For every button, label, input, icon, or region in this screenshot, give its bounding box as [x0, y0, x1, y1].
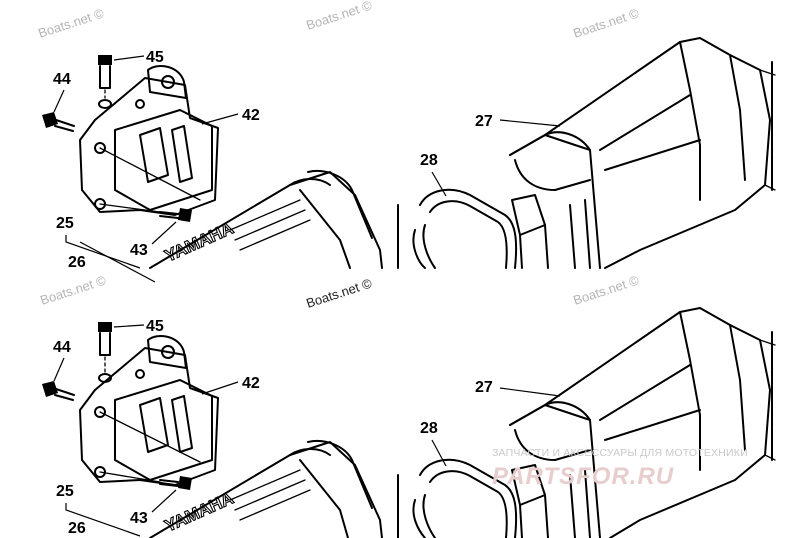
callout-42-lower: 42 [242, 375, 260, 392]
hull-yamaha-lettering-upper: YAMAHA [162, 219, 236, 266]
callout-44-upper: 44 [53, 71, 71, 88]
watermark-top-center: Boats.net © [304, 0, 374, 33]
bolt-44-lower [42, 381, 75, 401]
callout-26-lower: 26 [68, 520, 86, 537]
callout-43-upper: 43 [130, 242, 148, 259]
watermark-mid-center: Boats.net © [304, 275, 374, 310]
bolt-44-upper [42, 112, 75, 132]
callout-45-upper: 45 [146, 49, 164, 66]
callout-43-lower: 43 [130, 510, 148, 527]
gasket-28-lower [412, 458, 518, 538]
callout-45-lower: 45 [146, 318, 164, 335]
silencer-27-upper [509, 37, 776, 269]
intake-cover-42-lower [79, 335, 219, 486]
lower-assembly: YAMAHA 45 44 [42, 307, 776, 538]
hull-deck-lower: YAMAHA [149, 440, 383, 538]
silencer-27-lower [509, 307, 776, 538]
callout-44-lower: 44 [53, 339, 71, 356]
callout-28-lower: 28 [420, 420, 438, 437]
callout-27-upper: 27 [475, 113, 493, 130]
bolt-43-lower [159, 476, 192, 490]
brand-watermark: ЗАПЧАСТИ И АКСЕССУАРЫ ДЛЯ МОТОТЕХНИКИ PA… [492, 447, 748, 490]
hull-yamaha-lettering-lower: YAMAHA [162, 489, 236, 536]
callout-25-upper: 25 [56, 215, 74, 232]
watermark-top-left: Boats.net © [36, 5, 106, 40]
upper-assembly: YAMAHA 45 44 [42, 37, 776, 283]
callout-28-upper: 28 [420, 152, 438, 169]
callout-26-upper: 26 [68, 254, 86, 271]
brand-watermark-name: PARTSFOR.RU [492, 463, 674, 490]
watermark-mid-right: Boats.net © [571, 272, 641, 307]
callout-42-upper: 42 [242, 107, 260, 124]
gasket-28-upper [412, 188, 518, 269]
brand-watermark-subtitle: ЗАПЧАСТИ И АКСЕССУАРЫ ДЛЯ МОТОТЕХНИКИ [492, 447, 748, 459]
callout-27-lower: 27 [475, 379, 493, 396]
watermark-mid-left: Boats.net © [38, 272, 108, 307]
bolt-45-upper [98, 55, 112, 109]
bolt-43-upper [159, 208, 192, 222]
intake-cover-42-upper [79, 65, 219, 216]
bolt-45-lower [98, 322, 112, 383]
watermark-top-right: Boats.net © [571, 5, 641, 40]
callout-25-lower: 25 [56, 483, 74, 500]
